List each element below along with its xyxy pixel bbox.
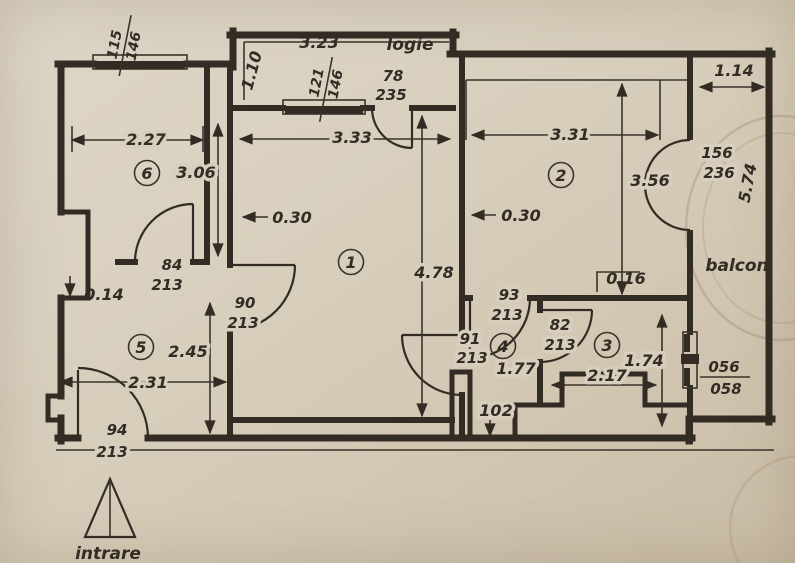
door-arc-room6 [133, 202, 195, 263]
door-entry-width: 94 [107, 421, 128, 439]
svg-text:5: 5 [135, 338, 146, 357]
door-room2-height: 213 [491, 306, 522, 324]
door-arc-balcony [643, 138, 691, 232]
dim-loggia-depth: 1.10 [237, 49, 266, 92]
door-loggia-width: 78 [383, 67, 404, 85]
window-room3-height: 058 [710, 380, 741, 398]
door-room3-height: 213 [544, 336, 575, 354]
room-number-1: 1 [337, 248, 365, 276]
dim-room6-height: 3.06 [176, 163, 215, 182]
door-room5-height: 213 [227, 314, 258, 332]
room-number-3: 3 [593, 331, 621, 359]
entrance-label: intrare [75, 544, 141, 563]
door-balcony-width: 156 [701, 144, 732, 162]
door-arc-room3 [539, 308, 594, 364]
dim-offset-right: 0.30 [501, 206, 540, 225]
room-number-2: 2 [547, 161, 575, 189]
door-room6-height: 213 [151, 276, 182, 294]
dim-room3-width: 2.17 [587, 366, 627, 385]
door-room2-width: 93 [499, 286, 520, 304]
svg-text:6: 6 [141, 164, 152, 183]
svg-text:4: 4 [496, 337, 508, 356]
dim-hall-width: 1.77 [496, 359, 536, 378]
window-loggia-label: 121 146 [306, 56, 347, 123]
door-hall-width: 91 [460, 330, 481, 348]
dim-loggia-width: 3.23 [299, 33, 338, 52]
window-loggia-width: 121 [306, 67, 327, 99]
svg-text:3: 3 [601, 336, 612, 355]
door-room5-width: 90 [235, 294, 256, 312]
stamp-mark [684, 114, 795, 563]
door-arc-loggia [370, 107, 414, 150]
svg-text:2: 2 [555, 166, 566, 185]
door-hall-height: 213 [456, 349, 487, 367]
window-room6-label: 115 146 [104, 15, 145, 77]
dim-room3-height: 1.74 [624, 351, 663, 370]
dim-room6-width: 2.27 [126, 130, 166, 149]
dim-duct: 102 [479, 401, 512, 420]
door-arcs [76, 107, 691, 439]
door-arc-room5 [229, 263, 297, 332]
window-room6-height: 146 [124, 30, 145, 62]
entrance-symbol: intrare [75, 476, 141, 563]
room-number-6: 6 [133, 159, 161, 187]
window-room3 [681, 331, 699, 389]
door-room3-width: 82 [550, 316, 571, 334]
door-room6-width: 84 [162, 256, 183, 274]
dim-offset-016: 0.16 [606, 269, 645, 288]
dim-offset-014: 0.14 [84, 285, 123, 304]
dim-balcony-length: 5.74 [735, 162, 761, 204]
room-number-5: 5 [127, 333, 155, 361]
walls [45, 27, 776, 451]
dim-room5-width: 2.31 [128, 373, 167, 392]
dim-room1-width: 3.33 [332, 128, 371, 147]
dim-room2-height: 3.56 [630, 171, 669, 190]
svg-text:1: 1 [345, 253, 356, 272]
dim-offset-left: 0.30 [272, 208, 311, 227]
window-room6 [92, 54, 188, 70]
room-number-4: 4 [489, 332, 517, 360]
door-arc-room2 [468, 297, 532, 360]
dim-balcony-width: 1.14 [714, 61, 753, 80]
door-balcony-height: 236 [703, 164, 734, 182]
window-loggia-height: 146 [326, 68, 347, 100]
door-entry-height: 213 [96, 443, 127, 461]
window-room3-width: 056 [708, 358, 739, 376]
dim-room2-width: 3.31 [550, 125, 589, 144]
balcony-label: balcon [705, 256, 768, 276]
dim-room1-height: 4.78 [413, 263, 453, 282]
dim-room5-height: 2.45 [168, 342, 207, 361]
window-room6-width: 115 [104, 29, 125, 61]
door-loggia-height: 235 [375, 86, 406, 104]
loggia-label: logie [386, 35, 433, 55]
dimension-lines [58, 81, 766, 438]
